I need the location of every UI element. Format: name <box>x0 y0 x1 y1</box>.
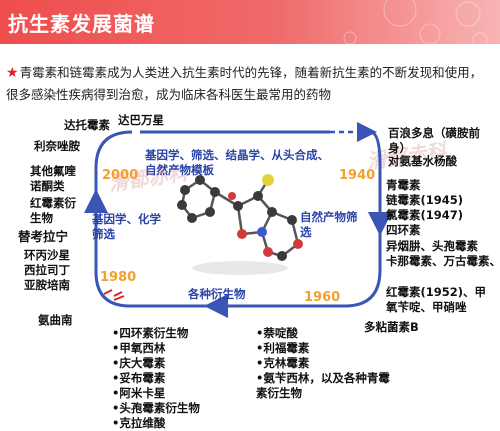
list-item: •克拉维酸 <box>112 416 166 430</box>
drug-prontosil: 百浪多息（磺胺前身） <box>388 126 480 155</box>
drug-daptomycin: 达托霉素 <box>64 118 110 132</box>
drug-penicillin: 青霉素 <box>386 178 421 192</box>
list-item: •四环素衍生物 <box>112 326 189 340</box>
bottom-right-list: •萘啶酸 •利福霉素 •克林霉素 •氨苄西林，以及各种青霉素衍生物 <box>256 326 396 401</box>
drug-chloramphenicol: 氯霉素(1947) <box>386 208 464 222</box>
drug-erythro-deriv: 红霉素衍生物 <box>30 196 76 225</box>
drug-paba: 对氨基水杨酸 <box>388 154 457 168</box>
year-1960: 1960 <box>304 290 341 305</box>
list-item: •利福霉素 <box>256 341 310 355</box>
drug-tigecycline: 达巴万星 <box>118 113 164 127</box>
year-2000: 2000 <box>102 168 139 183</box>
list-item: •克林霉素 <box>256 356 310 370</box>
phase-right: 自然产物筛选 <box>300 210 358 239</box>
dashes-icon <box>103 289 125 301</box>
list-item: •氨苄西林，以及各种青霉素衍生物 <box>256 371 390 400</box>
list-item: •甲氧西林 <box>112 341 166 355</box>
drug-erythromycin: 红霉素(1952)、甲氧苄啶、甲硝唑 <box>386 285 487 314</box>
page-title: 抗生素发展菌谱 <box>8 12 155 36</box>
intro-text: 青霉素和链霉素成为人类进入抗生素时代的先锋，随着新抗生素的不断发现和使用，很多感… <box>6 65 483 102</box>
list-item: •庆大霉素 <box>112 356 166 370</box>
drug-kanamycin: 卡那霉素、万古霉素、 <box>386 254 500 268</box>
drug-cyclic: 环丙沙星 <box>24 248 70 262</box>
list-item: •阿米卡星 <box>112 386 166 400</box>
intro-paragraph: ★青霉素和链霉素成为人类进入抗生素时代的先锋，随着新抗生素的不断发现和使用，很多… <box>6 62 494 105</box>
bottom-left-list: •四环素衍生物 •甲氧西林 •庆大霉素 •妥布霉素 •阿米卡星 •头孢霉素衍生物… <box>112 326 200 431</box>
title-decoration <box>343 0 488 44</box>
drug-polymyxin: 多粘菌素B <box>364 320 419 334</box>
drug-streptomycin: 链霉素(1945) <box>386 193 464 207</box>
molecule-model-icon <box>177 174 303 275</box>
drug-aztreonam: 亚胺培南 <box>24 278 70 292</box>
phase-top: 基因学、筛选、结晶学、从头合成、自然产物模板 <box>145 148 329 177</box>
drug-fluoroquinolone: 其他氟喹诺酮类 <box>30 164 76 193</box>
drug-amoxicillin: 氨曲南 <box>38 313 73 327</box>
drug-cilastatin: 西拉司丁 <box>24 263 70 277</box>
drug-isoniazid: 异烟肼、头孢霉素 <box>386 239 478 253</box>
list-item: •萘啶酸 <box>256 326 298 340</box>
phase-left: 基因学、化学筛选 <box>92 212 161 241</box>
list-item: •头孢霉素衍生物 <box>112 401 200 415</box>
year-1980: 1980 <box>100 270 137 285</box>
list-item: •妥布霉素 <box>112 371 166 385</box>
drug-linezolid: 利奈唑胺 <box>34 139 80 153</box>
star-icon: ★ <box>6 65 19 81</box>
title-bar: 抗生素发展菌谱 <box>0 0 500 44</box>
phase-bottom: 各种衍生物 <box>188 287 246 301</box>
year-1940: 1940 <box>339 168 376 183</box>
drug-telithromycin: 替考拉宁 <box>18 229 69 244</box>
drug-tetracycline: 四环素 <box>386 223 421 237</box>
